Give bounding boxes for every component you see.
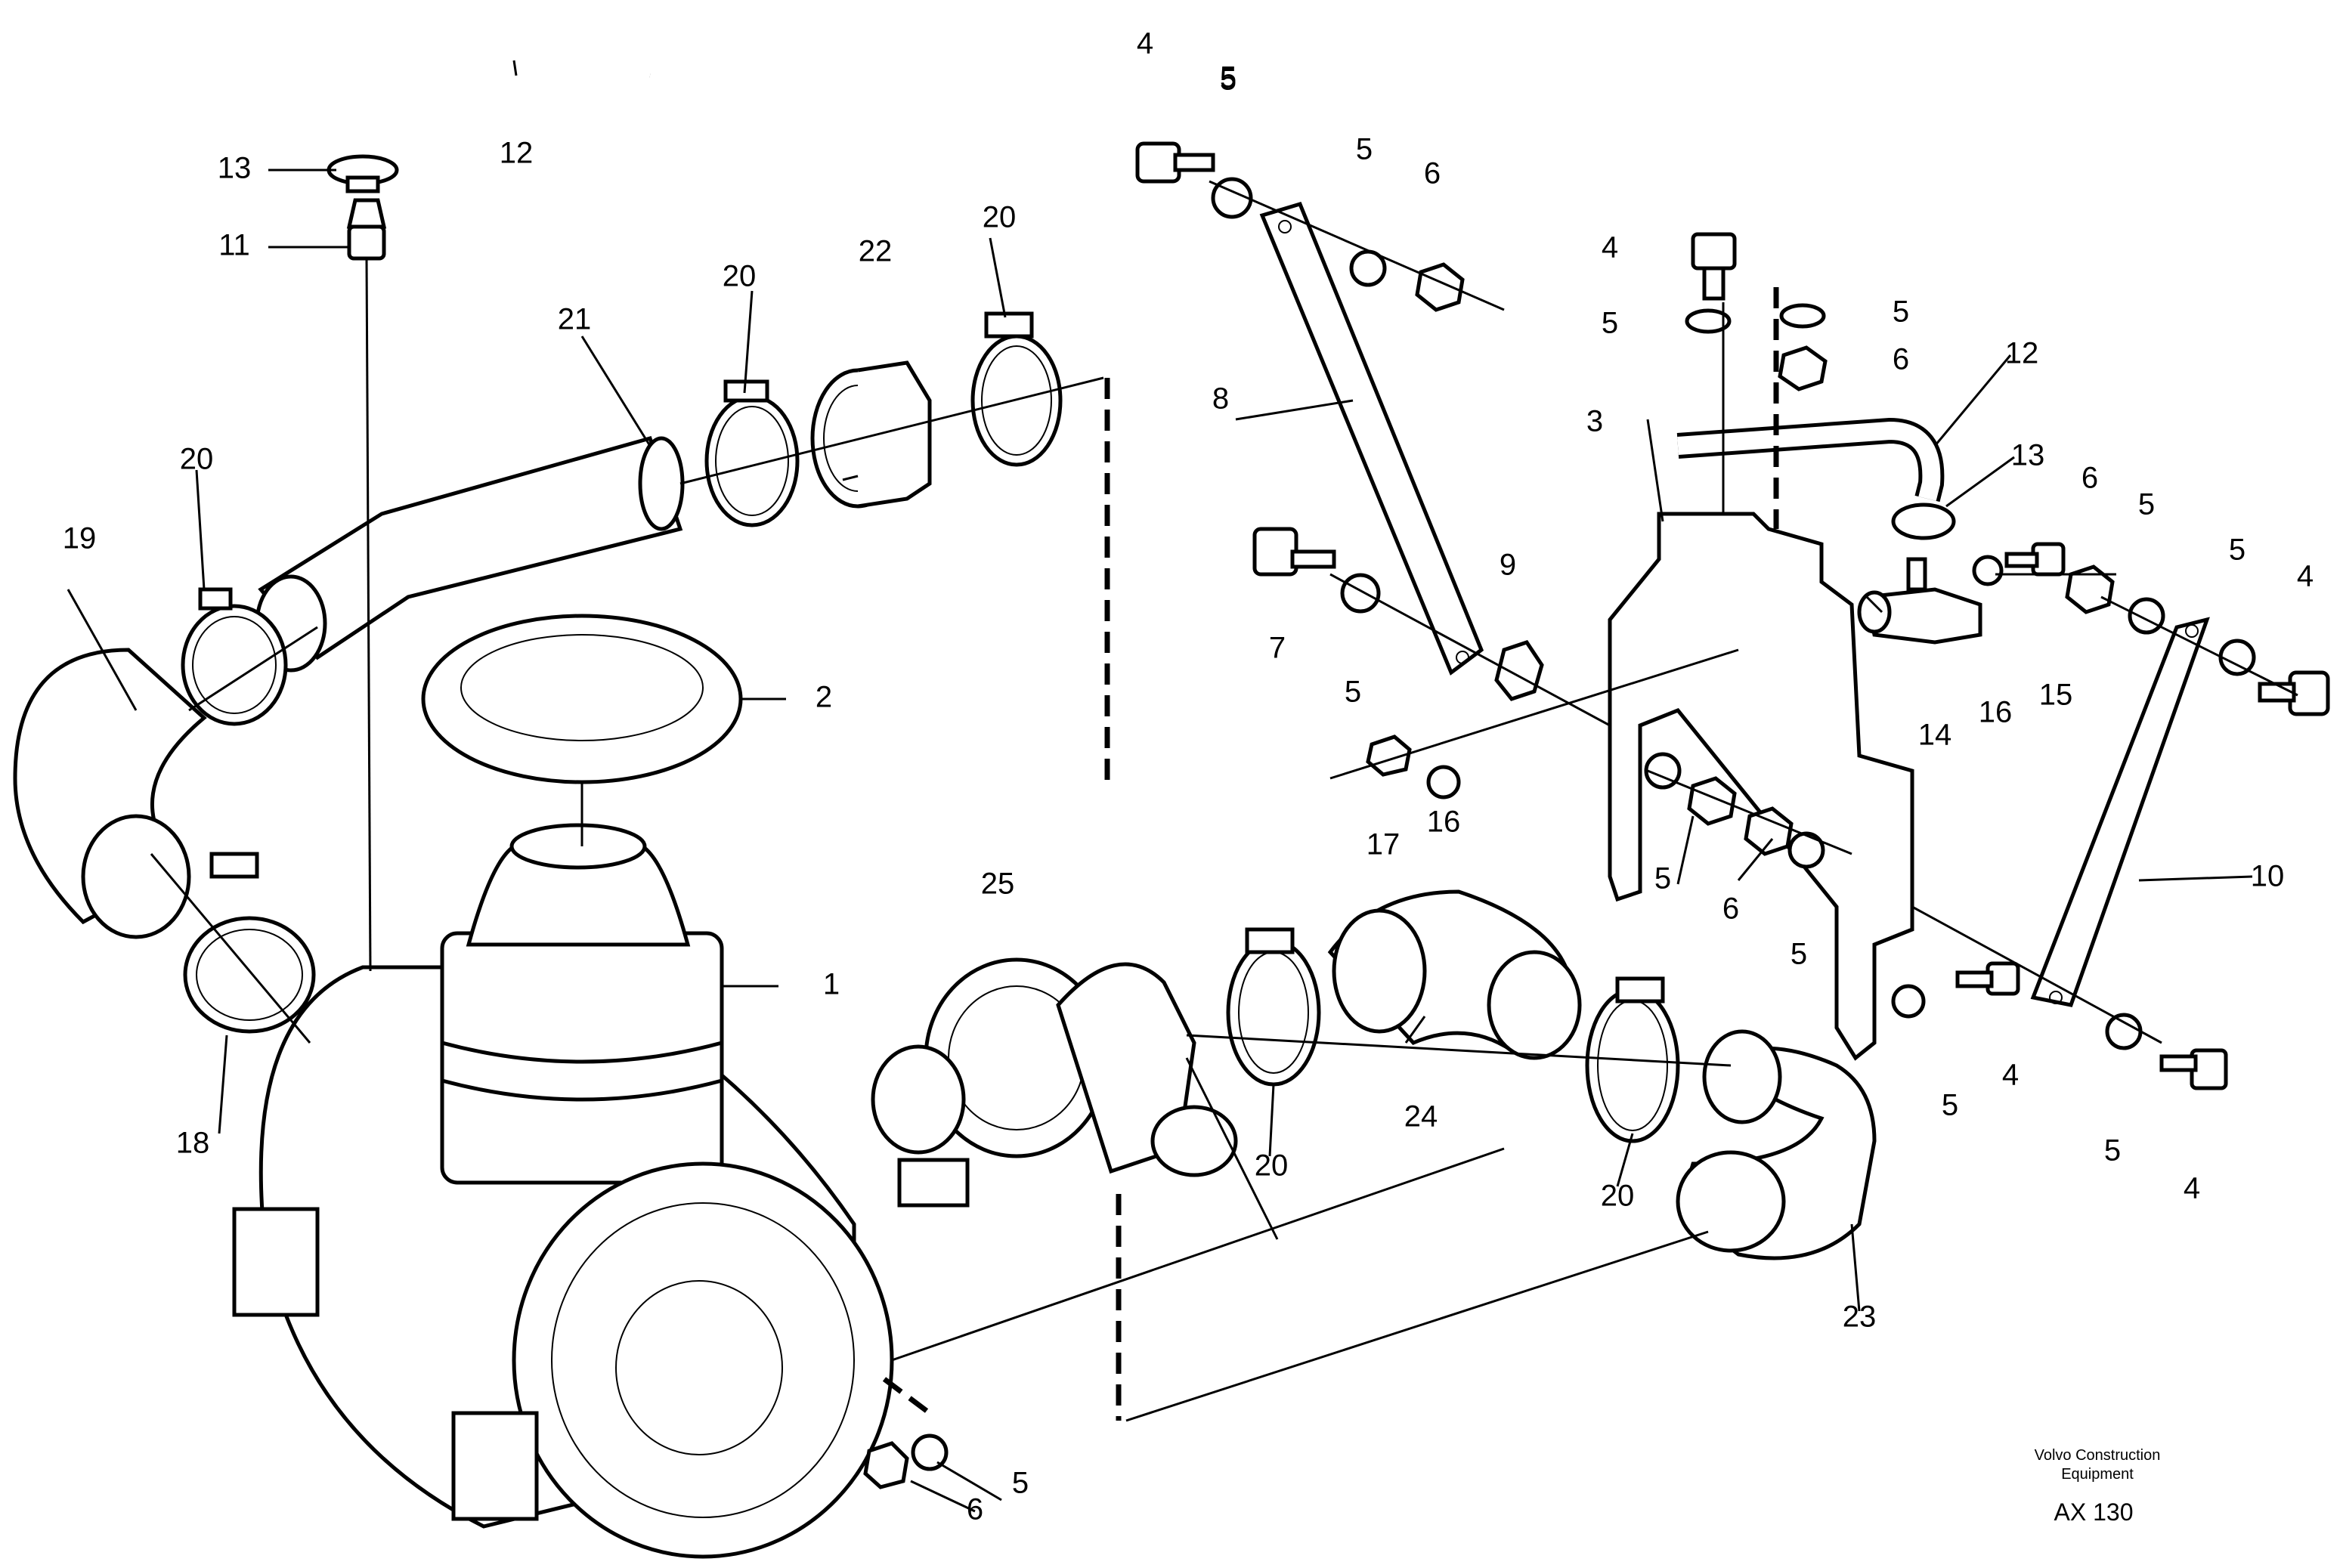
callout-13b: 13 bbox=[2011, 439, 2045, 472]
callout-6e: 6 bbox=[967, 1493, 983, 1526]
callout-5i: 5 bbox=[2229, 533, 2246, 567]
callout-17: 17 bbox=[1366, 828, 1401, 861]
bolt-4-e bbox=[2159, 1048, 2228, 1090]
callout-25: 25 bbox=[981, 868, 1015, 901]
elbow-23 bbox=[1676, 1029, 1877, 1260]
callout-4b: 4 bbox=[1602, 231, 1618, 264]
callout-15: 15 bbox=[2039, 679, 2073, 712]
callout-5g: 5 bbox=[1791, 938, 1807, 971]
callout-6d: 6 bbox=[2081, 462, 2098, 495]
leader-lines bbox=[67, 60, 2253, 1513]
callout-4e: 4 bbox=[2184, 1172, 2200, 1205]
callout-14: 14 bbox=[1918, 719, 1952, 752]
turbo-assembly-25 bbox=[871, 957, 1238, 1208]
callout-labels: 1 2 3 4 4 4 4 4 5 5 5 5 5 5 5 5 5 5 5 5 … bbox=[63, 27, 2314, 1526]
callout-20e: 20 bbox=[1601, 1180, 1635, 1213]
callout-6b: 6 bbox=[1893, 343, 1909, 376]
alignment-lines bbox=[150, 180, 2298, 1422]
clamp-20-elbow bbox=[1585, 976, 1680, 1143]
callout-10: 10 bbox=[2251, 860, 2285, 893]
callout-5e: 5 bbox=[1345, 676, 1361, 709]
nipple-11 bbox=[346, 198, 387, 261]
callout-23: 23 bbox=[1843, 1300, 1877, 1334]
drawing-footer: Volvo Construction Equipment AX 130 bbox=[2035, 1447, 2161, 1526]
callout-5l: 5 bbox=[1012, 1467, 1029, 1500]
filter-lid-2 bbox=[421, 614, 743, 784]
callout-5j: 5 bbox=[1942, 1089, 1958, 1122]
clamp-20-left bbox=[181, 587, 288, 726]
washers bbox=[911, 177, 2256, 1471]
callout-4d: 4 bbox=[2002, 1059, 2019, 1092]
stay-10 bbox=[2030, 617, 2210, 1007]
callout-16b: 16 bbox=[1427, 806, 1461, 839]
callout-20c: 20 bbox=[983, 201, 1017, 234]
bolt-4-d bbox=[1955, 961, 2020, 996]
callout-3: 3 bbox=[1586, 405, 1603, 438]
callout-5c: 5 bbox=[1602, 307, 1618, 340]
clamp-20-turbo bbox=[1226, 927, 1321, 1087]
callout-13a: 13 bbox=[218, 152, 252, 185]
bracket-3 bbox=[1608, 512, 1914, 1061]
callout-24: 24 bbox=[1404, 1100, 1438, 1133]
brand-line-1: Volvo Construction bbox=[2035, 1447, 2161, 1464]
connector-22 bbox=[810, 360, 932, 509]
hose-12-right bbox=[1676, 417, 1945, 503]
callout-22: 22 bbox=[859, 235, 893, 268]
bolt-15 bbox=[2004, 542, 2066, 577]
callout-20b: 20 bbox=[723, 260, 757, 293]
callout-6c: 6 bbox=[1722, 892, 1739, 926]
elbow-24 bbox=[1327, 889, 1582, 1060]
callout-5d: 5 bbox=[1893, 295, 1909, 329]
callout-4a: 4 bbox=[1137, 27, 1153, 60]
valve-14 bbox=[1857, 557, 1982, 645]
brand-line-2: Equipment bbox=[2061, 1466, 2134, 1483]
callout-5a: 5 bbox=[1220, 61, 1236, 94]
hose-12-top bbox=[357, 49, 651, 162]
callout-1: 1 bbox=[823, 968, 840, 1001]
bolt-7 bbox=[1252, 527, 1336, 577]
dashed-guides bbox=[882, 287, 1779, 1421]
clamp-20-right bbox=[970, 311, 1063, 467]
callout-18: 18 bbox=[176, 1127, 210, 1160]
callout-12b: 12 bbox=[2005, 337, 2039, 370]
reference-code: AX 130 bbox=[2054, 1498, 2134, 1526]
clip-13-right bbox=[1891, 503, 1956, 540]
callout-7: 7 bbox=[1269, 632, 1286, 665]
connector-13-top bbox=[327, 154, 399, 193]
callout-19: 19 bbox=[63, 522, 97, 555]
callout-5f: 5 bbox=[1654, 862, 1671, 895]
bolt-4-b bbox=[1691, 232, 1737, 301]
callout-21: 21 bbox=[558, 303, 592, 336]
bolt-4-a bbox=[1135, 141, 1215, 184]
callout-8: 8 bbox=[1212, 382, 1229, 416]
nuts bbox=[863, 262, 2115, 1489]
callout-6a: 6 bbox=[1424, 157, 1441, 190]
callout-9: 9 bbox=[1500, 549, 1516, 582]
stay-8 bbox=[1259, 201, 1484, 676]
callout-5m: 5 bbox=[1220, 63, 1236, 97]
callout-2: 2 bbox=[816, 681, 832, 714]
callout-11: 11 bbox=[218, 229, 250, 262]
clamp-20-mid bbox=[704, 379, 800, 527]
callout-16a: 16 bbox=[1979, 696, 2013, 729]
callout-20d: 20 bbox=[1255, 1149, 1289, 1183]
callout-4c: 4 bbox=[2297, 560, 2314, 593]
elbow-19 bbox=[13, 648, 207, 939]
callout-20a: 20 bbox=[180, 443, 214, 476]
callout-5b: 5 bbox=[1356, 133, 1373, 166]
air-filter-housing-1 bbox=[232, 823, 894, 1559]
callout-5h: 5 bbox=[2138, 488, 2155, 521]
callout-5k: 5 bbox=[2104, 1134, 2121, 1167]
callout-12a: 12 bbox=[500, 137, 534, 170]
clamp-18 bbox=[183, 852, 316, 1034]
